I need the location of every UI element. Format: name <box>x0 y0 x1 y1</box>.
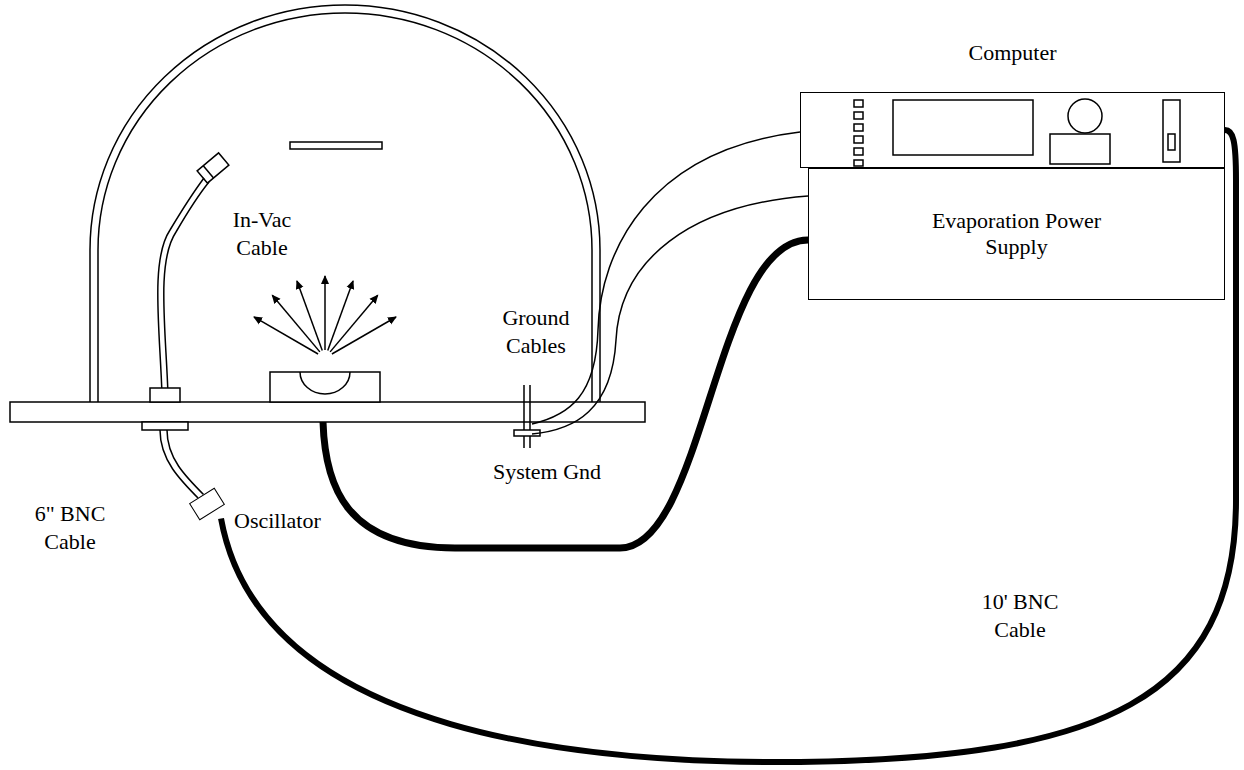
computer-box <box>800 92 1225 168</box>
vapor-arrow <box>324 276 326 350</box>
vapor-arrow <box>330 295 378 352</box>
part-label: System Gnd <box>482 458 612 486</box>
cable-label: 10' BNC Cable <box>975 588 1065 643</box>
part-label: In-Vac Cable <box>222 206 302 261</box>
vapor-arrows <box>254 276 396 354</box>
computer-panel <box>854 99 1180 166</box>
bnc-cable <box>221 130 1236 762</box>
bell-jar <box>90 5 600 402</box>
oscillator-node: Oscillator <box>192 486 321 534</box>
oscillator-box <box>189 488 225 521</box>
sensor-head <box>197 153 229 183</box>
vapor-arrow <box>297 281 322 351</box>
computer-node: Computer <box>800 40 1225 168</box>
node-text: Oscillator <box>234 508 321 534</box>
bell-jar-inner <box>98 13 592 402</box>
part-label: Ground Cables <box>488 304 584 359</box>
ground-cable <box>532 196 808 434</box>
short-bnc-cable <box>167 430 205 496</box>
node-text: Evaporation Power Supply <box>927 208 1107 261</box>
in-vac-cable <box>164 182 209 395</box>
feedthrough <box>142 422 188 430</box>
feedthrough <box>150 388 180 402</box>
short-bnc-cable <box>160 430 200 500</box>
part-label: 6" BNC Cable <box>30 500 110 555</box>
evaporation-source <box>270 372 380 402</box>
power-cable <box>323 240 808 548</box>
vapor-arrow <box>332 317 396 354</box>
power-supply-box: Evaporation Power Supply <box>808 168 1225 300</box>
vapor-arrow <box>254 317 318 354</box>
node-heading: Computer <box>800 40 1225 66</box>
in-vac-cable <box>158 178 204 395</box>
source-pit <box>300 372 350 394</box>
ground-bolt <box>514 385 540 448</box>
substrate <box>290 142 382 149</box>
